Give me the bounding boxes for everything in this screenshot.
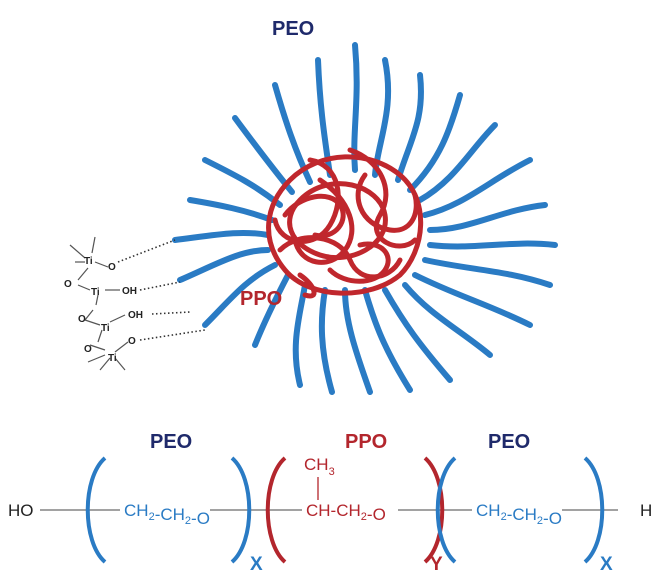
atom-ti: Ti bbox=[91, 287, 100, 298]
peo-chain bbox=[382, 287, 453, 383]
ti-bond bbox=[77, 284, 91, 291]
atom-o: O bbox=[108, 262, 116, 273]
ti-bond bbox=[94, 261, 109, 268]
ti-bond bbox=[87, 354, 106, 363]
end-group-ho: HO bbox=[8, 501, 34, 520]
bracket-peo-1-left bbox=[85, 456, 107, 564]
titania-atoms: Ti O O Ti OH O Ti OH O Ti O bbox=[64, 256, 143, 364]
h-bond bbox=[139, 281, 181, 291]
peo-chain bbox=[417, 122, 498, 203]
block-label-ppo: PPO bbox=[345, 431, 387, 453]
block-label-peo-1: PEO bbox=[150, 431, 192, 453]
bracket-ppo-left bbox=[265, 456, 287, 564]
subscript-x-1: X bbox=[250, 554, 263, 574]
triblock-formula: PEO PPO PEO HO H CH2-CH2-O CH-CH2-O CH2-… bbox=[5, 431, 660, 574]
peo-chain bbox=[407, 92, 463, 193]
ti-bond bbox=[95, 294, 99, 306]
subscript-x-2: X bbox=[600, 554, 613, 574]
atom-ti: Ti bbox=[108, 353, 117, 364]
bracket-peo-2-left bbox=[435, 456, 457, 564]
h-bond bbox=[151, 311, 191, 315]
ppo-tangle bbox=[327, 241, 391, 284]
ppo-tangle bbox=[297, 272, 317, 299]
peo-chain bbox=[427, 202, 548, 233]
core-label: PPO bbox=[240, 288, 282, 310]
ppo-core bbox=[266, 147, 424, 299]
ti-bond bbox=[84, 309, 94, 321]
corona-label: PEO bbox=[272, 18, 314, 40]
atom-oh: OH bbox=[128, 310, 143, 321]
peo-chain bbox=[252, 272, 291, 348]
peo-chain bbox=[342, 287, 373, 395]
atom-o: O bbox=[64, 279, 72, 290]
ppo-tangle bbox=[277, 235, 403, 280]
peo-chain bbox=[202, 262, 278, 328]
peo-chain bbox=[177, 247, 271, 283]
ti-bond bbox=[89, 344, 106, 351]
ti-bond bbox=[114, 357, 126, 371]
ppo-tangle bbox=[282, 193, 346, 239]
peo-repeat-unit-2: CH2-CH2-O bbox=[476, 501, 562, 528]
peo-chain bbox=[422, 157, 533, 218]
ti-bond bbox=[109, 314, 126, 323]
atom-ti: Ti bbox=[101, 323, 110, 334]
peo-chain bbox=[412, 272, 533, 328]
ppo-tangle bbox=[347, 147, 418, 249]
ti-bond bbox=[114, 341, 129, 353]
titania-surface bbox=[69, 236, 129, 371]
peo-chain bbox=[272, 82, 313, 185]
peo-chain bbox=[318, 287, 335, 395]
peo-chain bbox=[362, 287, 413, 393]
atom-o: O bbox=[128, 336, 136, 347]
peo-chain bbox=[372, 57, 392, 178]
formula-mask bbox=[5, 498, 39, 522]
peo-chain bbox=[315, 57, 333, 178]
bracket-peo-1-right bbox=[230, 456, 252, 564]
peo-chain bbox=[422, 257, 553, 288]
h-bond bbox=[139, 329, 206, 341]
ti-bond bbox=[97, 329, 103, 343]
ppo-repeat-unit: CH-CH2-O bbox=[306, 501, 386, 524]
ti-bond bbox=[69, 244, 86, 259]
peo-chain bbox=[187, 197, 275, 223]
ti-bond bbox=[84, 319, 101, 326]
peo-chain bbox=[172, 229, 271, 243]
peo-chain bbox=[427, 240, 558, 250]
ppo-tangle bbox=[272, 157, 341, 244]
peo-chain bbox=[292, 282, 308, 388]
peo-chain bbox=[402, 282, 493, 358]
ti-bond bbox=[91, 236, 96, 254]
peo-corona-chains bbox=[172, 42, 558, 395]
methyl-group: CH3 bbox=[304, 455, 335, 478]
atom-ti: Ti bbox=[84, 256, 93, 267]
bracket-ppo-right bbox=[423, 456, 445, 564]
hydrogen-bonds bbox=[117, 239, 206, 341]
peo-chain bbox=[395, 72, 424, 183]
peo-repeat-unit-1: CH2-CH2-O bbox=[124, 501, 210, 528]
atom-oh: OH bbox=[122, 286, 137, 297]
h-bond bbox=[117, 239, 176, 263]
block-label-peo-2: PEO bbox=[488, 431, 530, 453]
ppo-tangle bbox=[355, 172, 419, 233]
subscript-y: Y bbox=[430, 554, 443, 574]
formula-mask bbox=[302, 498, 398, 522]
atom-o: O bbox=[78, 314, 86, 325]
formula-mask bbox=[472, 498, 562, 522]
bracket-peo-2-right bbox=[583, 456, 605, 564]
ti-bond bbox=[99, 357, 111, 371]
peo-chain bbox=[202, 157, 283, 208]
formula-mask bbox=[120, 498, 210, 522]
atom-o: O bbox=[84, 344, 92, 355]
ti-bond bbox=[77, 267, 89, 281]
ppo-tangle bbox=[292, 177, 355, 265]
formula-mask bbox=[620, 498, 660, 522]
end-group-h: H bbox=[640, 501, 652, 520]
